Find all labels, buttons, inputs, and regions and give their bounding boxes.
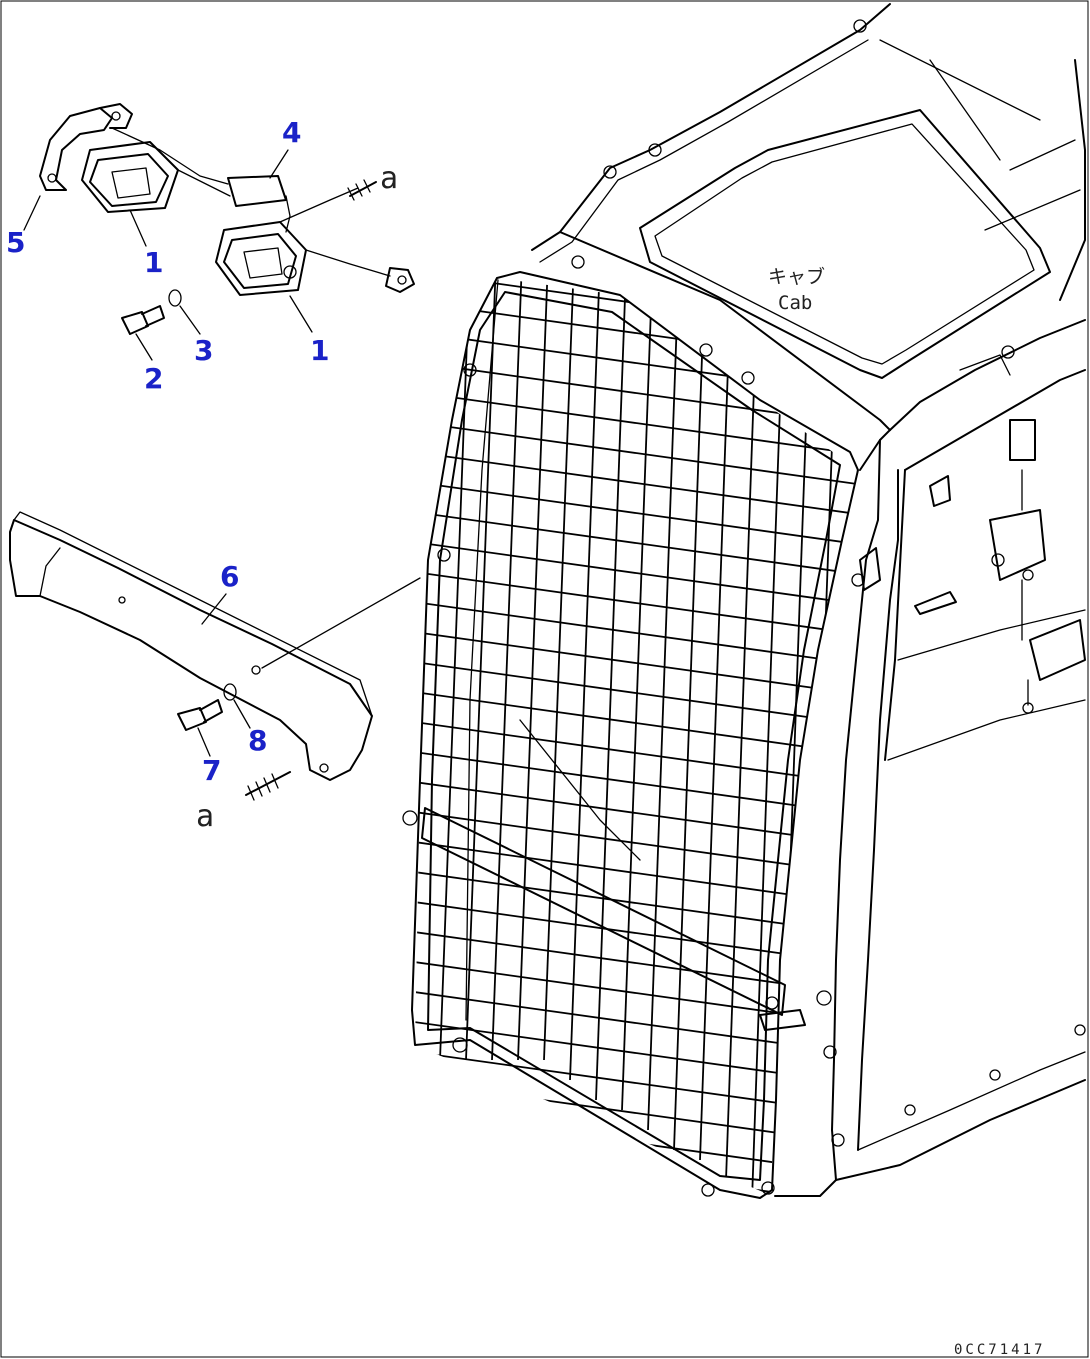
cab-body [531, 3, 1086, 1197]
washer-3 [168, 289, 182, 307]
cab-label-jp: キャブ [768, 265, 825, 288]
callout-6: 6 [220, 560, 239, 593]
drawing-code: 0CC71417 [954, 1342, 1045, 1358]
callout-3: 3 [194, 334, 213, 367]
work-lamp-upper [81, 141, 179, 213]
lamp-bracket [39, 103, 133, 191]
front-guard-net [402, 271, 865, 1199]
net-mesh [415, 278, 858, 1195]
callout-4: 4 [282, 116, 301, 149]
screw-a-bottom [245, 771, 291, 801]
mark-a-top: a [380, 161, 398, 196]
bolt-7 [177, 699, 223, 731]
callout-7: 7 [202, 754, 221, 787]
leader-lines [23, 149, 313, 757]
callout-2: 2 [144, 362, 163, 395]
cab-label-en: Cab [778, 292, 812, 314]
callout-5: 5 [6, 226, 25, 259]
work-lamp-lower [215, 221, 307, 296]
callout-1-lower: 1 [310, 334, 329, 367]
washer-8 [223, 683, 237, 701]
callout-1-upper: 1 [144, 246, 163, 279]
guard-bar [9, 511, 421, 781]
bolt-2 [121, 305, 165, 335]
mark-a-bottom: a [196, 799, 214, 834]
wiring-harness [111, 127, 415, 293]
callout-8: 8 [248, 724, 267, 757]
